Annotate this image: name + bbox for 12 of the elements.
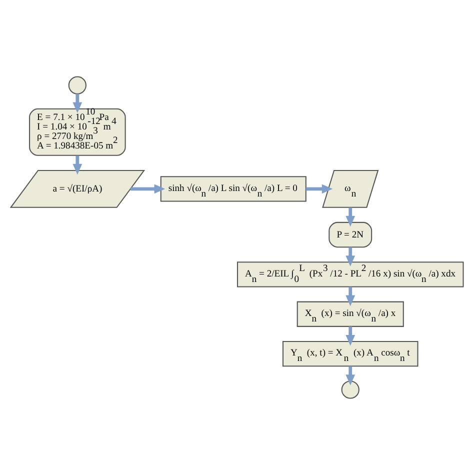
node-circle (341, 380, 360, 398)
arrow (306, 184, 333, 194)
arrow (72, 155, 82, 174)
arrow (130, 184, 166, 194)
arrow (346, 286, 356, 306)
arrow (346, 326, 356, 346)
arrow (346, 366, 356, 385)
arrow (346, 206, 356, 226)
node-box: P = 2N (328, 221, 372, 248)
node-circle (68, 76, 86, 94)
arrow (72, 93, 82, 113)
arrow (346, 246, 356, 266)
